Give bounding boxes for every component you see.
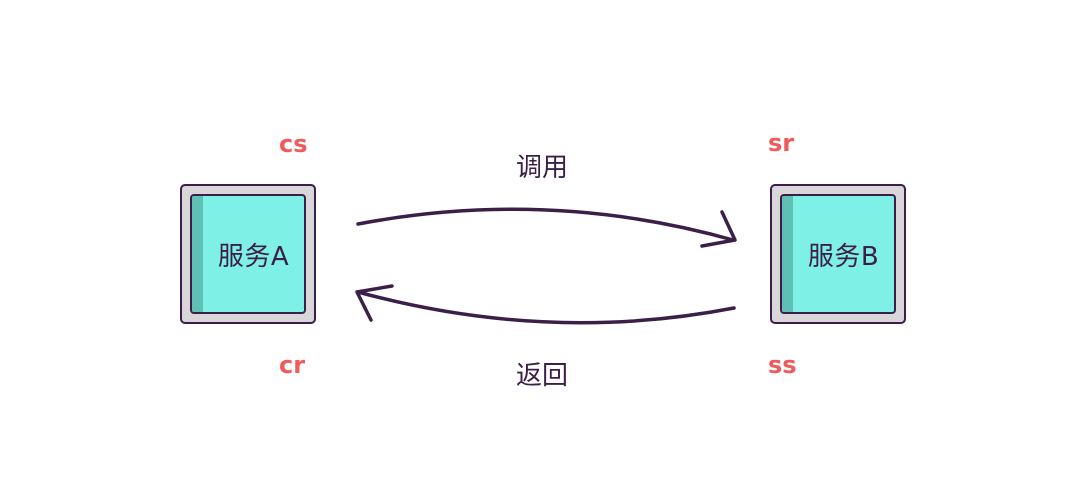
service-b-shade — [782, 196, 793, 312]
marker-ss: ss — [768, 351, 797, 379]
call-arrow — [356, 207, 735, 242]
service-b-inner: 服务B — [780, 194, 896, 314]
marker-sr: sr — [768, 129, 795, 157]
marker-cr: cr — [279, 351, 306, 379]
edge-label-return: 返回 — [516, 361, 569, 391]
service-b-node: 服务B — [770, 184, 906, 324]
service-a-inner: 服务A — [190, 194, 306, 314]
service-a-label: 服务A — [217, 241, 290, 272]
service-b-label: 服务B — [807, 241, 880, 272]
marker-cs: cs — [279, 130, 308, 158]
call-arrowhead — [700, 210, 737, 248]
service-a-node: 服务A — [180, 184, 316, 324]
return-arrowhead — [355, 284, 394, 322]
service-a-shade — [192, 196, 203, 312]
edge-label-call: 调用 — [516, 153, 569, 183]
return-arrow — [356, 290, 736, 325]
